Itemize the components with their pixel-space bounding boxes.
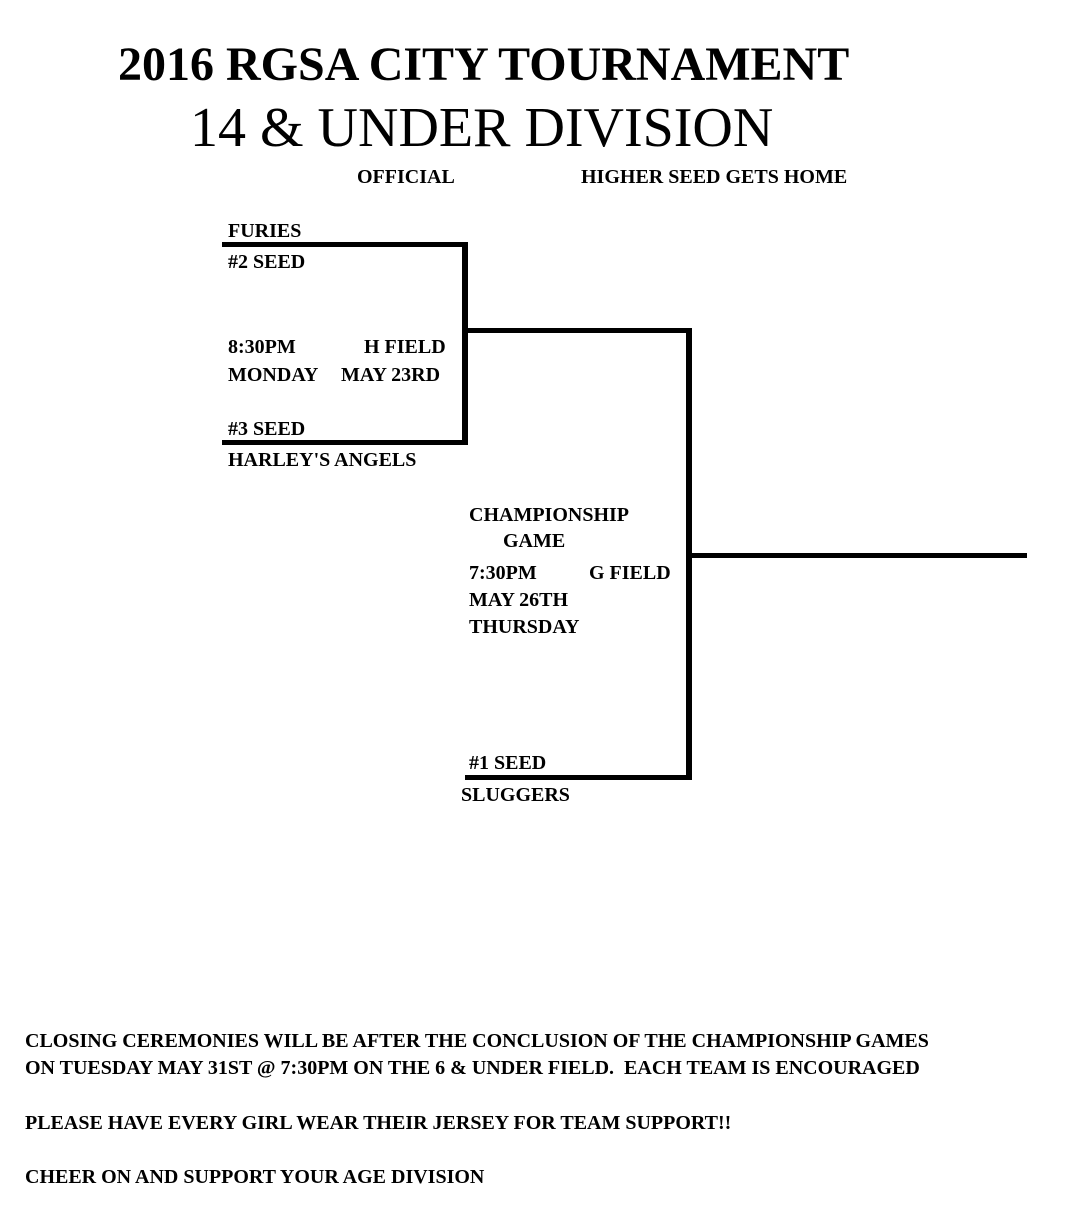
- semifinal-day: MONDAY: [228, 364, 319, 386]
- bracket-line-semifinal-winner: [462, 328, 692, 333]
- team-furies: FURIES: [228, 220, 302, 242]
- bracket-line-furies: [222, 242, 468, 247]
- tournament-title: 2016 RGSA CITY TOURNAMENT: [118, 38, 850, 91]
- championship-date: MAY 26TH: [469, 589, 569, 611]
- bracket-line-harleys-angels: [222, 440, 468, 445]
- championship-day: THURSDAY: [469, 616, 580, 638]
- bracket-line-champion: [686, 553, 1027, 558]
- home-rule-label: HIGHER SEED GETS HOME: [581, 166, 848, 188]
- championship-game-label: GAME: [503, 530, 566, 552]
- team-harleys-angels: HARLEY'S ANGELS: [228, 449, 417, 471]
- bracket-line-semifinal-vertical: [462, 242, 468, 445]
- championship-field: G FIELD: [589, 562, 671, 584]
- seed-2-label: #2 SEED: [228, 251, 306, 273]
- division-title: 14 & UNDER DIVISION: [190, 97, 774, 159]
- semifinal-time: 8:30PM: [228, 336, 296, 358]
- championship-label: CHAMPIONSHIP: [469, 504, 629, 526]
- semifinal-date: MAY 23RD: [341, 364, 441, 386]
- closing-ceremonies-line-2: ON TUESDAY MAY 31ST @ 7:30PM ON THE 6 & …: [25, 1057, 920, 1079]
- cheer-note: CHEER ON AND SUPPORT YOUR AGE DIVISION: [25, 1166, 485, 1188]
- bracket-line-sluggers: [465, 775, 692, 780]
- seed-1-label: #1 SEED: [469, 752, 547, 774]
- seed-3-label: #3 SEED: [228, 418, 306, 440]
- closing-ceremonies-line-1: CLOSING CEREMONIES WILL BE AFTER THE CON…: [25, 1030, 929, 1052]
- semifinal-field: H FIELD: [364, 336, 446, 358]
- official-label: OFFICIAL: [357, 166, 455, 188]
- team-sluggers: SLUGGERS: [461, 784, 570, 806]
- championship-time: 7:30PM: [469, 562, 537, 584]
- jersey-note: PLEASE HAVE EVERY GIRL WEAR THEIR JERSEY…: [25, 1112, 732, 1134]
